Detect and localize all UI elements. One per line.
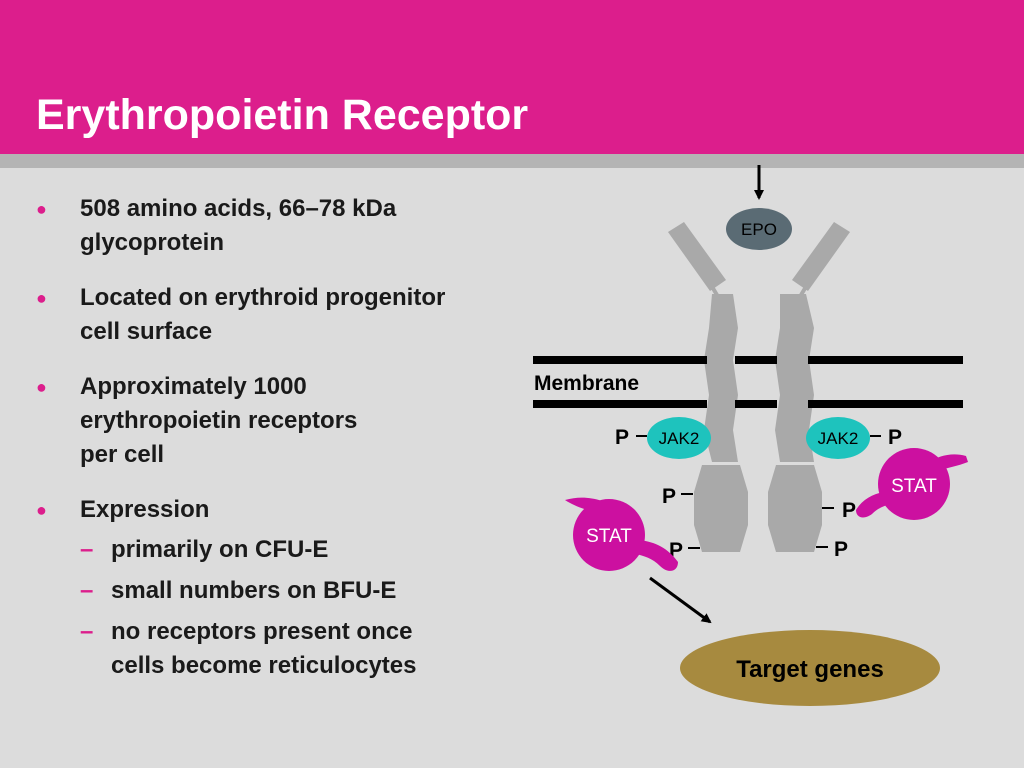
bullet-dot-icon: ● bbox=[36, 199, 47, 219]
signal-arrow bbox=[649, 576, 712, 624]
bullet-dot-icon: ● bbox=[36, 500, 47, 520]
target-genes-node bbox=[680, 630, 940, 706]
title-rule bbox=[0, 154, 1024, 168]
bullet-text: Expression bbox=[80, 496, 210, 523]
sub-bullet-text: no receptors present once bbox=[111, 618, 413, 645]
phospho-left-upper: P bbox=[662, 485, 676, 508]
receptor-right bbox=[768, 222, 850, 552]
jak2-left-label: JAK2 bbox=[659, 429, 700, 448]
title-bar bbox=[0, 0, 1024, 154]
dash-icon: – bbox=[80, 618, 94, 645]
bullet-text: Approximately 1000 bbox=[80, 373, 307, 400]
bullet-dot-icon: ● bbox=[36, 377, 47, 397]
bullet-item-amino-acids: ● 508 amino acids, 66–78 kDa glycoprotei… bbox=[36, 192, 536, 260]
sub-bullet-text: primarily on CFU-E bbox=[111, 536, 329, 563]
stat-right-label: STAT bbox=[891, 476, 937, 497]
jak2-right bbox=[806, 417, 870, 459]
bullet-item-location: ● Located on erythroid progenitor cell s… bbox=[36, 281, 536, 349]
sub-bullet-reticulocytes: – no receptors present once cells become… bbox=[80, 615, 536, 683]
target-genes-label: Target genes bbox=[736, 656, 884, 683]
bullet-item-receptor-count: ● Approximately 1000 erythropoietin rece… bbox=[36, 370, 536, 472]
jak2-left bbox=[647, 417, 711, 459]
receptor-left bbox=[668, 222, 748, 552]
stat-left-label: STAT bbox=[586, 526, 632, 547]
stat-left bbox=[565, 497, 678, 571]
bullet-text: 508 amino acids, 66–78 kDa bbox=[80, 195, 397, 222]
dash-icon: – bbox=[80, 536, 94, 563]
bullet-list: ● 508 amino acids, 66–78 kDa glycoprotei… bbox=[36, 192, 536, 704]
epo-ligand bbox=[726, 208, 792, 250]
bullet-dot-icon: ● bbox=[36, 288, 47, 308]
sub-bullet-text: small numbers on BFU-E bbox=[111, 577, 397, 604]
epo-label: EPO bbox=[741, 220, 777, 239]
membrane-bilayer bbox=[533, 356, 963, 408]
stat-right bbox=[856, 448, 968, 520]
phospho-jak-left: P bbox=[615, 426, 629, 449]
membrane-label: Membrane bbox=[534, 372, 639, 395]
phospho-right-lower: P bbox=[834, 538, 848, 561]
bullet-text: erythropoietin receptors bbox=[80, 407, 358, 434]
phospho-jak-right: P bbox=[888, 426, 902, 449]
sub-bullet-text: cells become reticulocytes bbox=[111, 652, 417, 679]
bullet-text: glycoprotein bbox=[80, 229, 225, 256]
sub-bullet-cfu-e: – primarily on CFU-E bbox=[80, 533, 536, 567]
phospho-right-upper: P bbox=[842, 499, 856, 522]
slide-title: Erythropoietin Receptor bbox=[36, 91, 529, 139]
dash-icon: – bbox=[80, 577, 94, 604]
bullet-text: cell surface bbox=[80, 318, 213, 345]
sub-bullet-list: – primarily on CFU-E – small numbers on … bbox=[80, 533, 536, 683]
bullet-text: per cell bbox=[80, 441, 165, 468]
bullet-item-expression: ● Expression – primarily on CFU-E – smal… bbox=[36, 493, 536, 683]
jak2-right-label: JAK2 bbox=[818, 429, 859, 448]
bullet-text: Located on erythroid progenitor bbox=[80, 284, 446, 311]
sub-bullet-bfu-e: – small numbers on BFU-E bbox=[80, 574, 536, 608]
